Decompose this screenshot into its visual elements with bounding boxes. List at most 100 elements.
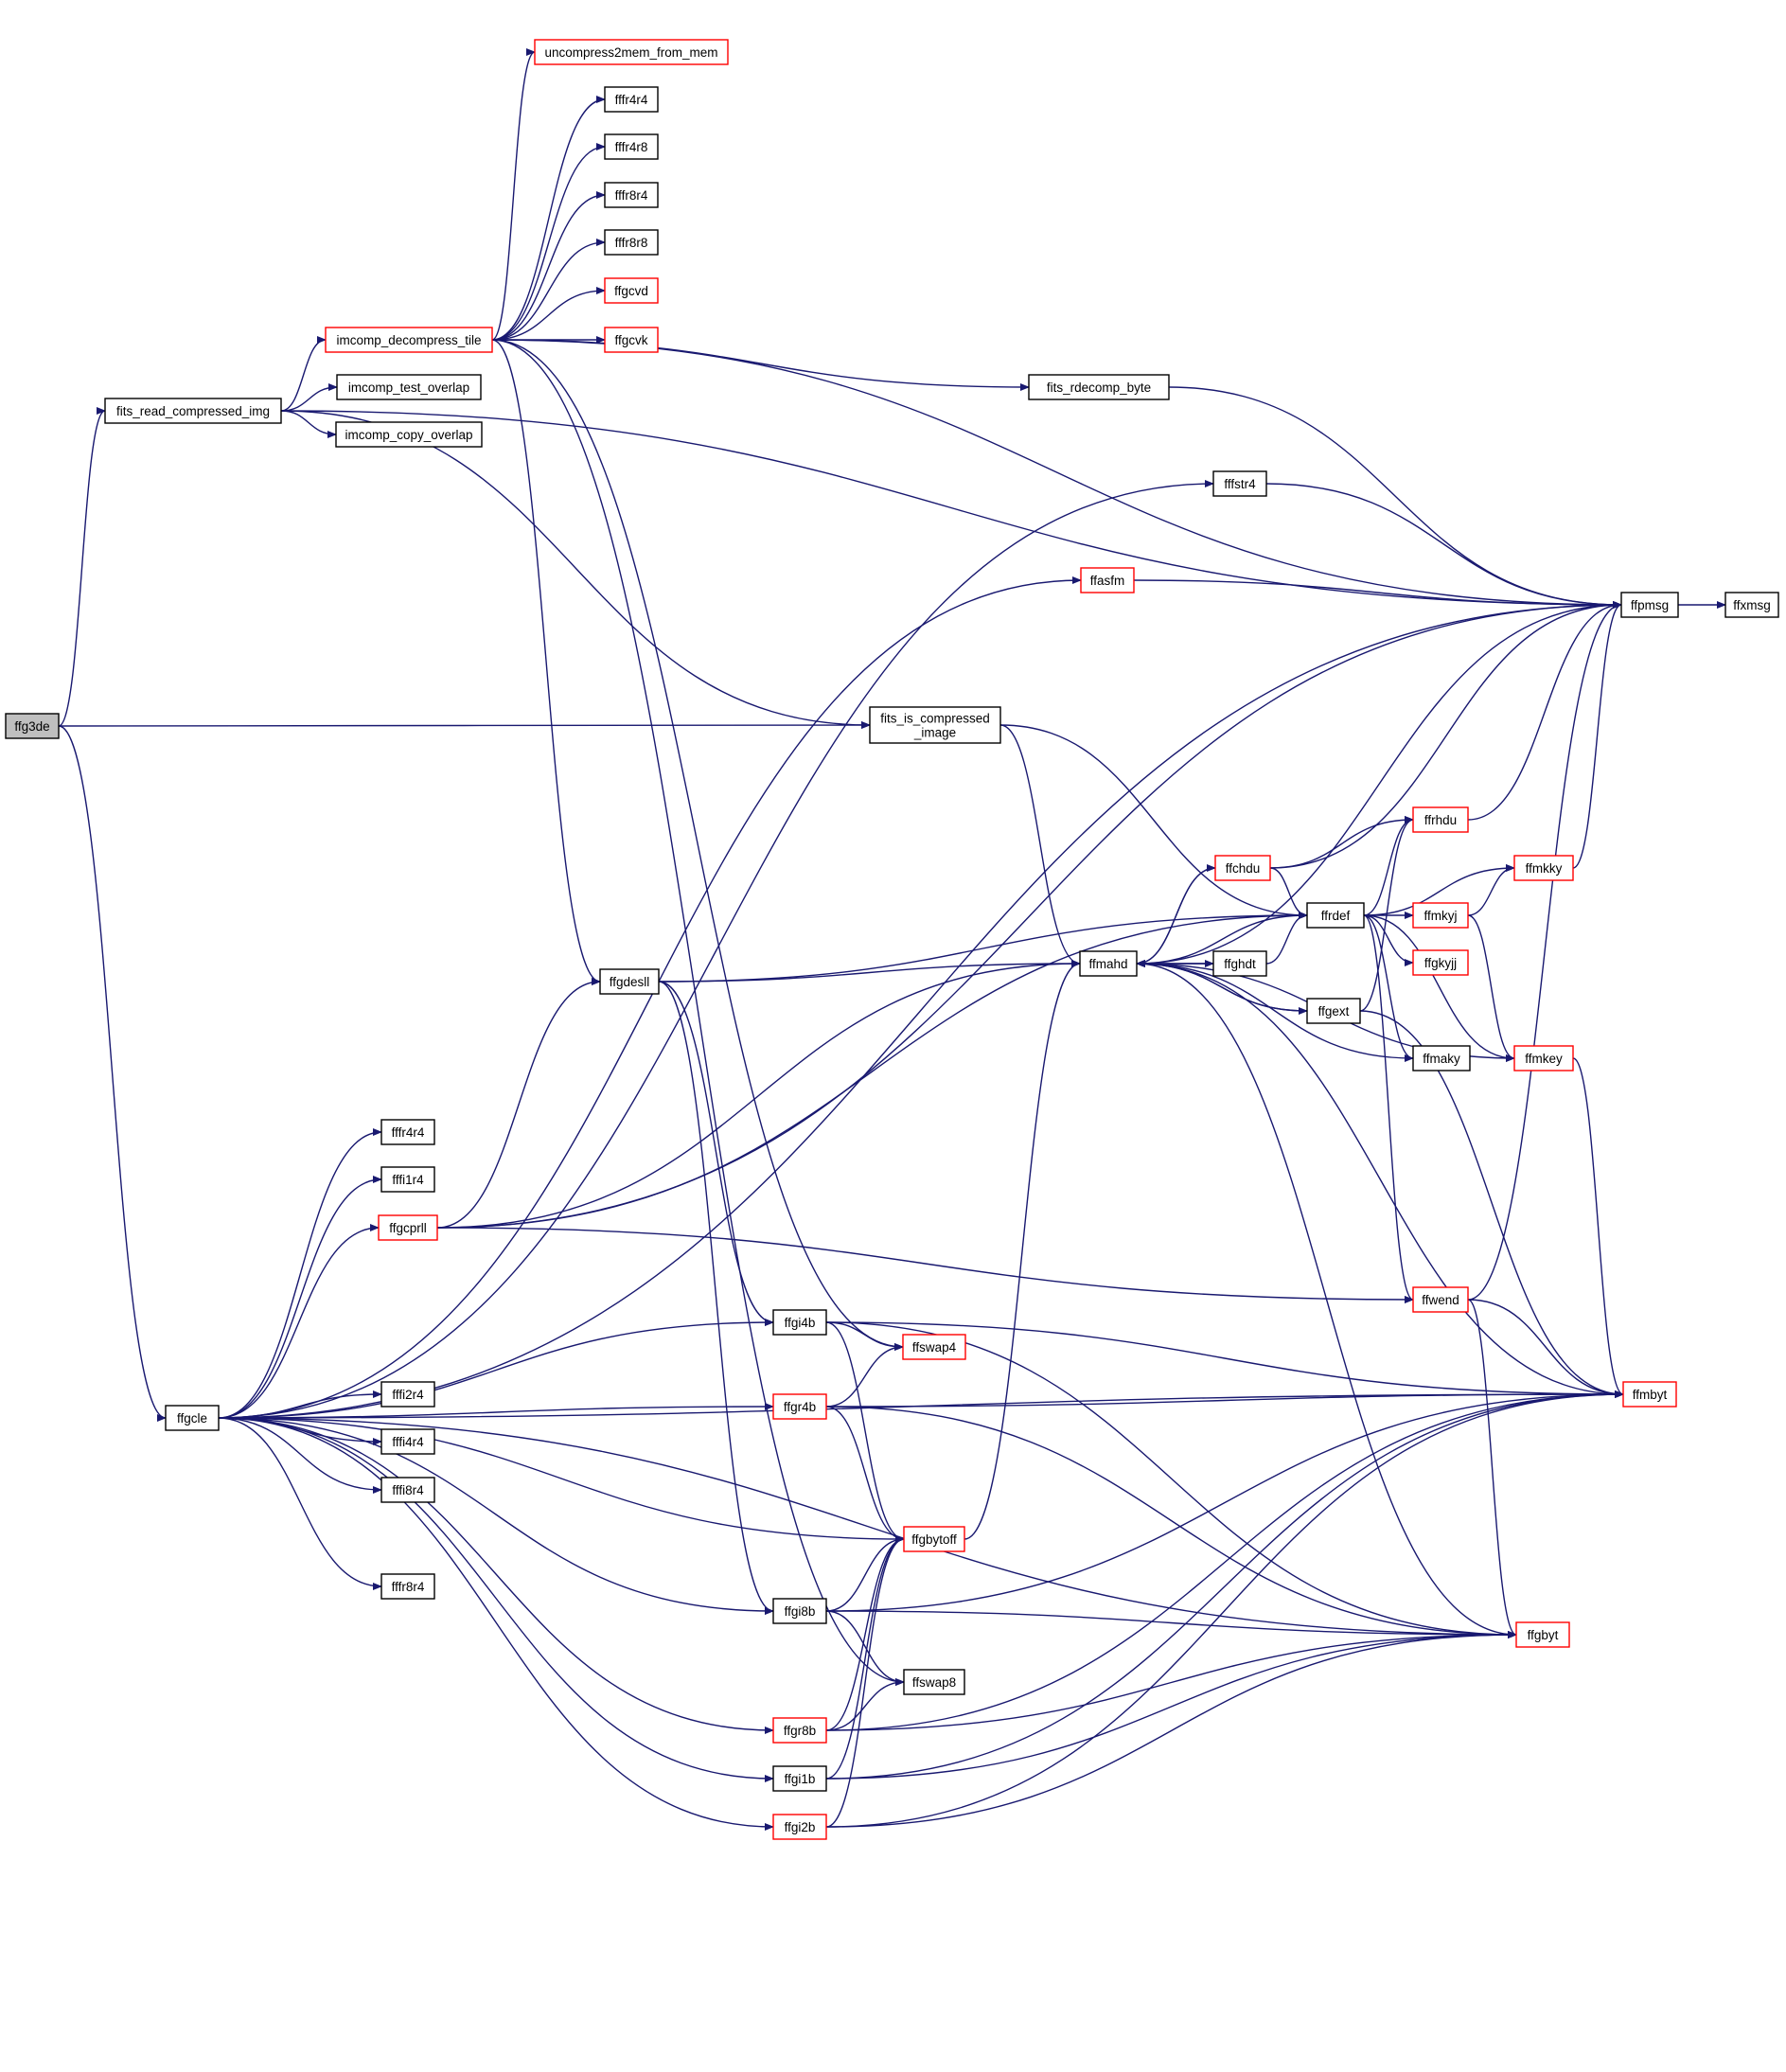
node-label: ffgcprll (389, 1221, 427, 1235)
node-label: ffmahd (1088, 957, 1127, 971)
node-ffgr8b[interactable]: ffgr8b (772, 1717, 827, 1744)
node-ffmahd[interactable]: ffmahd (1079, 950, 1138, 977)
node-label: fffr8r8 (615, 236, 648, 250)
edge-imcomp_decompress_tile-to-ffpmsg (491, 339, 1622, 609)
node-ffwend[interactable]: ffwend (1412, 1286, 1469, 1313)
node-ffgi4b[interactable]: ffgi4b (772, 1309, 827, 1336)
edge-ffgcle-to-ffgi8b (218, 1417, 774, 1615)
node-box (599, 968, 660, 995)
node-label: imcomp_test_overlap (348, 381, 469, 395)
edge-ffasfm-to-ffpmsg (1133, 579, 1622, 609)
node-uncompress2mem_from_mem[interactable]: uncompress2mem_from_mem (534, 39, 729, 65)
edge-ffgi4b-to-ffgbytoff (825, 1321, 905, 1543)
node-fffi2r4[interactable]: fffi2r4 (380, 1381, 435, 1408)
node-label: ffgdesll (610, 975, 650, 989)
node-label: fits_read_compressed_img (116, 404, 270, 418)
node-box (772, 1309, 827, 1336)
node-fffr4r8[interactable]: fffr4r8 (604, 133, 659, 160)
edge-ffmahd-to-ffmbyt (1136, 963, 1624, 1398)
node-ffgi2b[interactable]: ffgi2b (772, 1814, 827, 1840)
node-box (1622, 1381, 1677, 1408)
node-ffpmsg[interactable]: ffpmsg (1620, 592, 1679, 618)
node-box (1412, 806, 1469, 833)
node-ffgi1b[interactable]: ffgi1b (772, 1765, 827, 1792)
node-fits_read_compressed_img[interactable]: fits_read_compressed_img (104, 398, 282, 424)
node-ffg3de[interactable]: ffg3de (5, 713, 60, 739)
node-fffi4r4[interactable]: fffi4r4 (380, 1428, 435, 1455)
node-fffr8r4_top[interactable]: fffr8r4 (604, 182, 659, 208)
node-fffstr4[interactable]: fffstr4 (1212, 470, 1267, 497)
node-ffmaky[interactable]: ffmaky (1412, 1045, 1471, 1071)
node-label: ffgr8b (784, 1724, 816, 1738)
node-ffmkky[interactable]: ffmkky (1513, 855, 1574, 881)
node-label: imcomp_decompress_tile (336, 333, 481, 347)
edge-ffmahd-to-ffgbyt (1136, 963, 1517, 1638)
edge-ffgcle-to-ffgi2b (218, 1417, 774, 1831)
node-label: fffr4r8 (615, 140, 648, 154)
node-fits_rdecomp_byte[interactable]: fits_rdecomp_byte (1028, 374, 1170, 400)
node-ffgcvk[interactable]: ffgcvk (604, 327, 659, 353)
node-fits_is_compressed_image[interactable]: fits_is_compressed_image (869, 706, 1001, 744)
node-box (1412, 949, 1469, 976)
edge-ffgi2b-to-ffgbytoff (825, 1535, 905, 1828)
edge-ffrhdu-to-ffpmsg (1467, 601, 1622, 821)
node-label: ffmaky (1423, 1052, 1460, 1066)
node-ffgcvd[interactable]: ffgcvd (604, 277, 659, 304)
node-label: ffgi1b (785, 1772, 816, 1786)
edge-ffgi4b-to-ffgbyt (825, 1321, 1517, 1638)
node-box (604, 133, 659, 160)
node-fffr8r4[interactable]: fffr8r4 (380, 1573, 435, 1600)
edge-ffgcprll-to-ffmahd (436, 960, 1081, 1229)
node-label: fffr4r4 (392, 1125, 425, 1140)
node-box (1412, 1045, 1471, 1071)
node-label: fffr4r4 (615, 93, 648, 107)
node-label: fits_rdecomp_byte (1047, 381, 1151, 395)
node-ffgext[interactable]: ffgext (1306, 998, 1361, 1024)
node-fffi1r4[interactable]: fffi1r4 (380, 1166, 435, 1193)
node-fffr4r4[interactable]: fffr4r4 (380, 1119, 435, 1145)
edge-ffwend-to-ffmbyt (1467, 1299, 1624, 1398)
node-ffxmsg[interactable]: ffxmsg (1724, 592, 1779, 618)
node-label: fffi2r4 (392, 1388, 424, 1402)
node-box (772, 1598, 827, 1624)
edge-ffgi4b-to-ffswap4 (825, 1321, 904, 1351)
node-ffasfm[interactable]: ffasfm (1080, 567, 1135, 593)
node-ffgkyjj[interactable]: ffgkyjj (1412, 949, 1469, 976)
node-ffmkey[interactable]: ffmkey (1513, 1045, 1574, 1071)
node-fffi8r4[interactable]: fffi8r4 (380, 1477, 435, 1503)
node-ffmbyt[interactable]: ffmbyt (1622, 1381, 1677, 1408)
node-ffgcprll[interactable]: ffgcprll (378, 1214, 438, 1241)
node-box (380, 1573, 435, 1600)
node-box (1214, 855, 1271, 881)
node-ffgi8b[interactable]: ffgi8b (772, 1598, 827, 1624)
node-ffmkyj[interactable]: ffmkyj (1412, 902, 1469, 929)
edge-imcomp_decompress_tile-to-fits_rdecomp_byte (491, 339, 1030, 391)
node-fffr8r8[interactable]: fffr8r8 (604, 229, 659, 256)
node-ffgbyt[interactable]: ffgbyt (1515, 1621, 1570, 1648)
edge-ffrdef-to-ffgkyjj (1363, 914, 1414, 966)
node-imcomp_copy_overlap[interactable]: imcomp_copy_overlap (335, 421, 483, 448)
node-ffgcle[interactable]: ffgcle (165, 1405, 220, 1431)
node-ffgdesll[interactable]: ffgdesll (599, 968, 660, 995)
node-label: ffmbyt (1633, 1388, 1668, 1402)
node-ffswap8[interactable]: ffswap8 (903, 1669, 965, 1695)
edge-ffchdu-to-ffmahd (1136, 867, 1216, 967)
node-label: _image (913, 726, 956, 740)
node-ffchdu[interactable]: ffchdu (1214, 855, 1271, 881)
node-label: ffgkyjj (1424, 956, 1457, 970)
node-box (1212, 950, 1267, 977)
node-ffgr4b[interactable]: ffgr4b (772, 1393, 827, 1420)
node-ffrhdu[interactable]: ffrhdu (1412, 806, 1469, 833)
node-ffgbytoff[interactable]: ffgbytoff (903, 1526, 965, 1552)
node-label: ffasfm (1090, 574, 1125, 588)
node-imcomp_decompress_tile[interactable]: imcomp_decompress_tile (325, 327, 493, 353)
node-ffswap4[interactable]: ffswap4 (902, 1334, 966, 1360)
node-imcomp_test_overlap[interactable]: imcomp_test_overlap (336, 374, 482, 400)
node-fffr4r4_top[interactable]: fffr4r4 (604, 86, 659, 113)
edge-ffmaky-to-ffmahd (1136, 960, 1414, 1059)
node-ffghdt[interactable]: ffghdt (1212, 950, 1267, 977)
edge-ffg3de-to-fits_read_compressed_img (58, 407, 106, 727)
edge-ffgi1b-to-ffgbyt (825, 1631, 1517, 1780)
node-ffrdef[interactable]: ffrdef (1306, 902, 1365, 929)
